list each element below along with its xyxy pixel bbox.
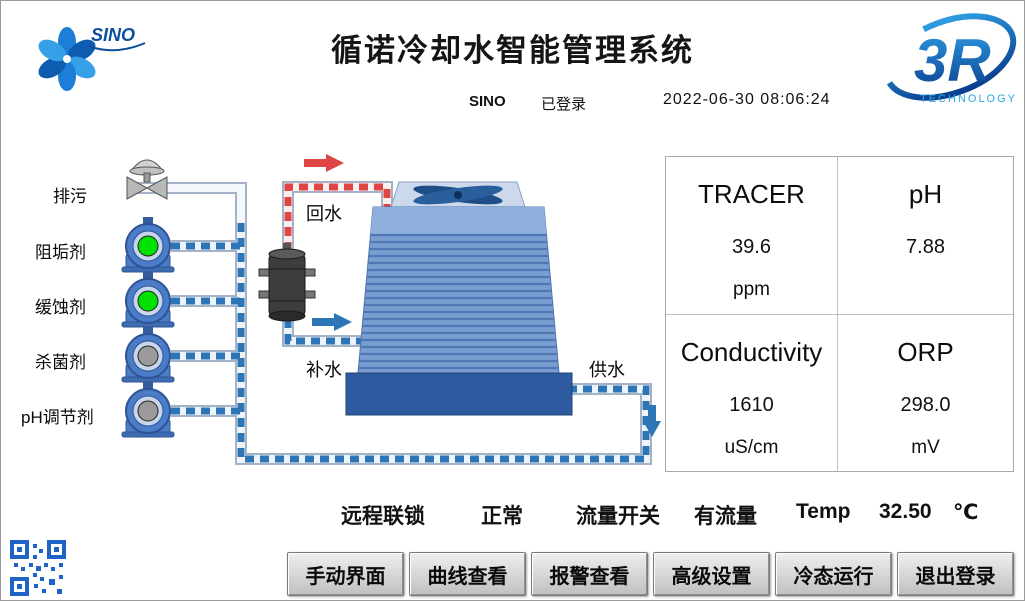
measurement-value: 298.0	[900, 394, 951, 416]
login-status: 已登录	[541, 96, 587, 113]
pump-status-light	[137, 235, 159, 257]
datetime: 2022-06-30 08:06:24	[663, 91, 831, 108]
swoosh-icon	[883, 13, 1017, 101]
label-biocide: 杀菌剂	[35, 353, 86, 372]
interlock-label: 远程联锁	[341, 505, 425, 528]
temp-value: 32.50	[879, 500, 932, 523]
flow-switch-value: 有流量	[694, 505, 757, 528]
cold-run-button[interactable]: 冷态运行	[775, 552, 892, 596]
label-scale-inhibitor: 阻垢剂	[35, 243, 86, 262]
flow-switch-label: 流量开关	[576, 505, 660, 528]
measurement-value: 1610	[729, 394, 774, 416]
makeup-flow-arrow-icon	[312, 313, 352, 331]
measurement-unit: ppm	[733, 279, 770, 300]
qr-code	[9, 539, 67, 597]
label-blowdown: 排污	[53, 187, 87, 206]
measurement-name: Conductivity	[680, 337, 823, 367]
temp-unit: ℃	[953, 501, 979, 524]
measurement-name: TRACER	[698, 179, 805, 209]
process-diagram	[121, 154, 661, 465]
logout-button[interactable]: 退出登录	[897, 552, 1014, 596]
cooling-tower	[345, 181, 573, 416]
label-return-water: 回水	[306, 204, 342, 224]
measurement-name: pH	[908, 179, 943, 209]
interlock-value: 正常	[481, 505, 523, 528]
3r-logo-subtext: TECHNOLOGY	[920, 93, 1017, 105]
pinwheel-icon	[38, 27, 96, 91]
logged-user: SINO	[469, 93, 506, 110]
navigation-buttons: 手动界面 曲线查看 报警查看 高级设置 冷态运行 退出登录	[287, 552, 1014, 596]
measurement-unit: uS/cm	[724, 437, 779, 458]
tower-basin	[345, 372, 573, 416]
status-bar: 远程联锁 正常 流量开关 有流量 Temp 32.50 ℃	[341, 500, 1001, 530]
measurement-value: 39.6	[732, 236, 771, 258]
measurement-value: 7.88	[906, 236, 945, 258]
cooling-water-pipe	[171, 223, 650, 463]
alarm-view-button[interactable]: 报警查看	[531, 552, 648, 596]
label-ph-adjuster: pH调节剂	[21, 408, 94, 427]
label-corrosion-inhibitor: 缓蚀剂	[35, 298, 86, 317]
sino-logo-text: SINO	[91, 25, 135, 45]
3r-logo-text: 3R	[914, 27, 991, 94]
advanced-settings-button[interactable]: 高级设置	[653, 552, 770, 596]
pump-scale-inhibitor	[121, 217, 175, 273]
page-title: 循诺冷却水智能管理系统	[331, 33, 694, 68]
pump-corrosion-inhibitor	[121, 272, 175, 328]
blowdown-valve-icon	[126, 159, 168, 200]
curve-view-button[interactable]: 曲线查看	[409, 552, 526, 596]
label-makeup-water: 补水	[306, 360, 342, 380]
filter-vessel	[258, 243, 316, 322]
pump-status-light	[137, 400, 159, 422]
measurement-tracer: TRACER 39.6 ppm	[666, 157, 838, 315]
sino-logo: SINO	[38, 25, 146, 91]
3r-logo: 3R TECHNOLOGY	[883, 13, 1017, 105]
temp-label: Temp	[796, 500, 851, 523]
pump-biocide	[121, 327, 175, 383]
pump-status-light	[137, 345, 159, 367]
pump-status-light	[137, 290, 159, 312]
label-supply-water: 供水	[589, 360, 625, 380]
pump-ph-adjuster	[121, 382, 175, 438]
manual-screen-button[interactable]: 手动界面	[287, 552, 404, 596]
supply-flow-arrow-icon	[643, 405, 661, 437]
return-water-pipe	[284, 183, 391, 251]
measurement-panel: TRACER 39.6 ppm pH 7.88 Conductivity 161…	[665, 156, 1014, 472]
measurement-orp: ORP 298.0 mV	[838, 315, 1013, 471]
measurement-conductivity: Conductivity 1610 uS/cm	[666, 315, 838, 471]
measurement-name: ORP	[897, 337, 954, 367]
measurement-ph: pH 7.88	[838, 157, 1013, 315]
measurement-unit: mV	[911, 437, 940, 458]
return-flow-arrow-icon	[304, 154, 344, 172]
fan-icon	[413, 185, 503, 205]
